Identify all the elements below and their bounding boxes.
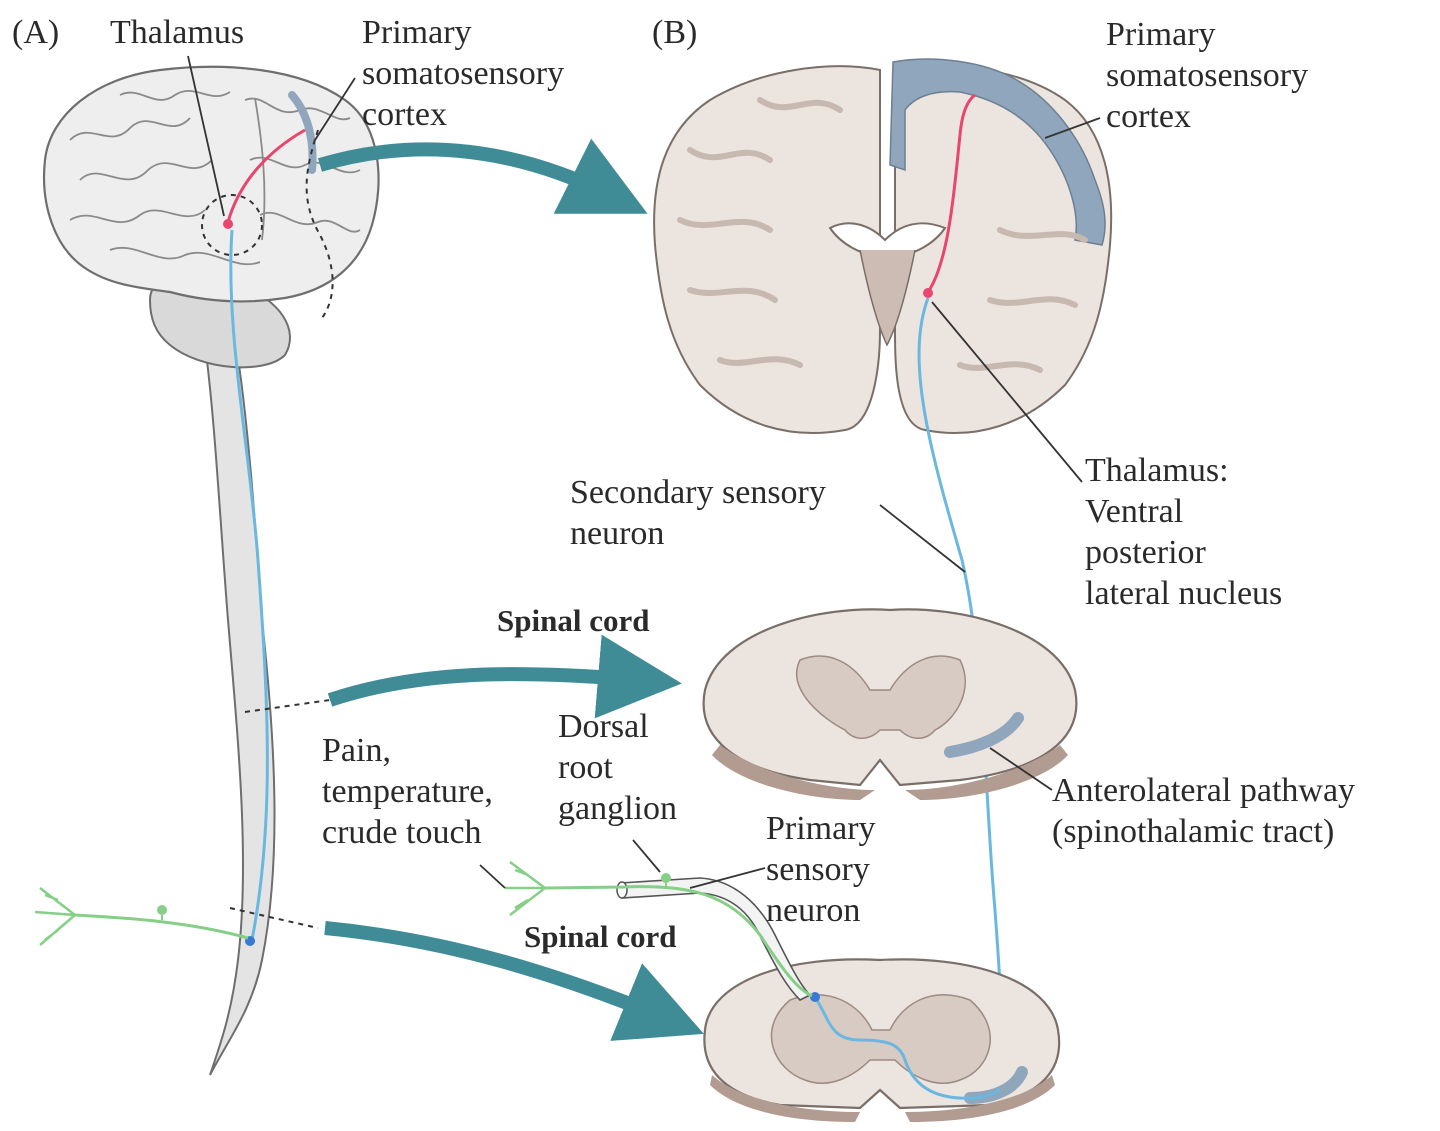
primary-neuron-a	[74, 913, 249, 940]
right-hemisphere-section	[894, 64, 1113, 434]
left-hemisphere-section	[653, 65, 881, 434]
leader-thalamus-b	[931, 301, 1083, 483]
dorsal-root-ganglion-cell	[661, 873, 671, 883]
secondary-neuron-crossing	[813, 996, 1001, 1100]
thalamus-dashed-outline	[201, 194, 263, 256]
spinal-section-lower	[703, 958, 1061, 1122]
label-anterolateral: Anterolateral pathway (spinothalamic tra…	[1052, 772, 1356, 850]
dorsal-root	[505, 860, 813, 1001]
label-thalamus-a: Thalamus	[110, 14, 245, 51]
leader-anterolateral	[989, 747, 1053, 791]
label-spinal-cord-lower: Spinal cord	[524, 919, 677, 954]
leader-cortex-b	[1044, 117, 1101, 139]
gray-matter-butterfly-upper	[796, 655, 966, 739]
vpl-neuron-body-b	[923, 288, 933, 298]
spinal-section-upper	[702, 608, 1078, 800]
thalamus-neuron-body-a	[223, 219, 233, 229]
label-primary-cortex-b: Primary somatosensory cortex	[1106, 16, 1309, 135]
cortex-highlight-a	[288, 91, 317, 174]
label-dorsal-root-ganglion: Dorsal root ganglion	[558, 708, 677, 827]
anterolateral-tract-upper	[944, 712, 1024, 758]
cerebrum	[43, 65, 380, 303]
panel-label-b: (B)	[652, 14, 698, 51]
leader-secondary-neuron	[879, 504, 966, 573]
brain-lateral-view	[34, 65, 380, 1076]
leader-stimulus	[479, 864, 506, 889]
tertiary-neuron-a	[226, 128, 306, 223]
label-secondary-neuron: Secondary sensory neuron	[570, 474, 826, 552]
spinal-cord-long-view	[203, 344, 276, 1076]
tertiary-neuron-b	[926, 93, 976, 293]
leader-thalamus-a	[187, 55, 225, 217]
dorsal-horn-neuron-body	[810, 992, 820, 1002]
primary-neuron-b	[544, 885, 813, 998]
panel-label-a: (A)	[12, 14, 60, 51]
coronal-brain-section	[653, 58, 1113, 1096]
primary-neuron-dendrites-a	[34, 887, 76, 946]
leader-primary-neuron	[689, 867, 766, 889]
thalamus-region	[859, 249, 916, 347]
cut-level-upper	[244, 699, 331, 713]
arrow-to-spinal-lower	[324, 921, 704, 1041]
connecting-arrows	[317, 138, 704, 1041]
arrow-to-coronal	[317, 138, 648, 214]
coronal-plane-outline	[305, 129, 334, 319]
secondary-neuron-a	[229, 229, 269, 941]
label-primary-neuron: Primary sensory neuron	[766, 810, 876, 929]
primary-neuron-dendrites-b	[505, 860, 546, 916]
label-thalamus-vpl: Thalamus: Ventral posterior lateral nucl…	[1085, 452, 1283, 612]
label-primary-cortex-a: Primary somatosensory cortex	[362, 14, 565, 133]
label-spinal-cord-upper: Spinal cord	[497, 603, 650, 638]
primary-neuron-body-a	[157, 905, 167, 915]
arrow-to-spinal-upper	[327, 634, 682, 719]
leader-cortex-a	[314, 77, 356, 141]
leader-dorsal-root-ganglion	[632, 839, 661, 873]
cortex-highlight-b	[889, 58, 1106, 246]
label-stimulus: Pain, temperature, crude touch	[322, 732, 493, 851]
